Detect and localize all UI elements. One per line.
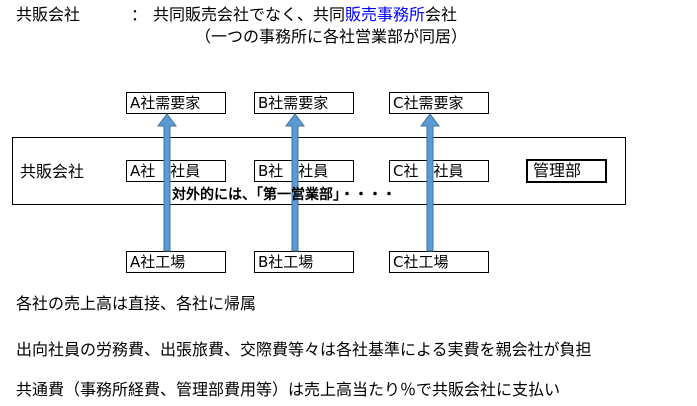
note-seconded-costs: 出向社員の労務費、出張旅費、交際費等々は各社基準による実費を親会社が負担 [16, 340, 592, 359]
customer-box-b: B社需要家 [254, 92, 354, 114]
management-dept-box: 管理部 [526, 159, 607, 183]
joint-sales-company-label: 共販会社 [20, 162, 85, 181]
note-common-costs: 共通費（事務所経費、管理部費用等）は売上高当たり％で共販会社に支払い [16, 380, 561, 399]
arrow-up-icon-a [157, 113, 177, 252]
definition-text-pre: 共同販売会社でなく、共同 [153, 5, 346, 24]
term-definition: 共同販売会社でなく、共同販売事務所会社 [153, 5, 457, 25]
factory-box-a: A社工場 [126, 251, 226, 273]
definition-note: （一つの事務所に各社営業部が同居） [195, 27, 468, 46]
customer-box-a: A社需要家 [126, 92, 226, 114]
arrow-up-icon-b [285, 113, 305, 252]
term-label: 共販会社 [16, 5, 81, 24]
definition-text-post: 会社 [425, 5, 458, 24]
factory-box-c: C社工場 [389, 251, 489, 273]
term-colon: ： [131, 5, 148, 24]
joint-sales-company-frame [12, 137, 626, 205]
note-revenue: 各社の売上高は直接、各社に帰属 [16, 294, 257, 313]
definition-highlight: 販売事務所 [345, 5, 426, 24]
arrow-up-icon-c [420, 113, 440, 252]
customer-box-c: C社需要家 [389, 92, 489, 114]
external-label: 対外的には、「第一営業部」・・・・ [172, 187, 396, 203]
factory-box-b: B社工場 [254, 251, 354, 273]
